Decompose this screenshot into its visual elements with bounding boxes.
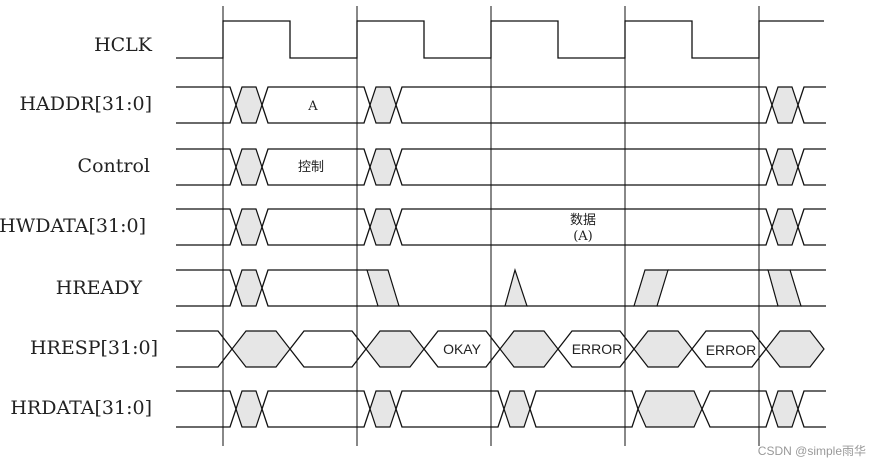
- control-value-label: 控制: [298, 160, 324, 175]
- waveform-hwdata: 数据 (A): [176, 208, 826, 246]
- waveform-hready: [176, 267, 826, 307]
- signal-labels: HCLK HADDR[31:0] Control HWDATA[31:0] HR…: [0, 34, 158, 419]
- signal-label-hclk: HCLK: [94, 34, 153, 56]
- hwdata-value-label: 数据: [570, 213, 596, 228]
- signal-label-hrdata: HRDATA[31:0]: [10, 397, 152, 419]
- watermark: CSDN @simple雨华: [758, 444, 866, 458]
- hresp-error-label-1: ERROR: [572, 341, 623, 357]
- signal-label-hwdata: HWDATA[31:0]: [0, 215, 146, 237]
- waveform-hclk: [176, 20, 824, 59]
- signal-label-control: Control: [78, 155, 150, 177]
- clock-edge-lines: [222, 6, 760, 446]
- waveform-hresp: OKAY ERROR ERROR: [176, 330, 825, 368]
- waveform-control: 控制: [176, 148, 826, 186]
- signal-label-hresp: HRESP[31:0]: [30, 337, 158, 359]
- signal-label-hready: HREADY: [56, 277, 143, 299]
- haddr-value-label: A: [307, 99, 318, 114]
- waveform-haddr: A: [176, 86, 826, 124]
- signal-label-haddr: HADDR[31:0]: [19, 93, 152, 115]
- waveform-hrdata: [176, 390, 826, 428]
- hresp-okay-label: OKAY: [443, 341, 482, 357]
- hwdata-value-sublabel: (A): [573, 229, 593, 244]
- hresp-error-label-2: ERROR: [706, 342, 757, 358]
